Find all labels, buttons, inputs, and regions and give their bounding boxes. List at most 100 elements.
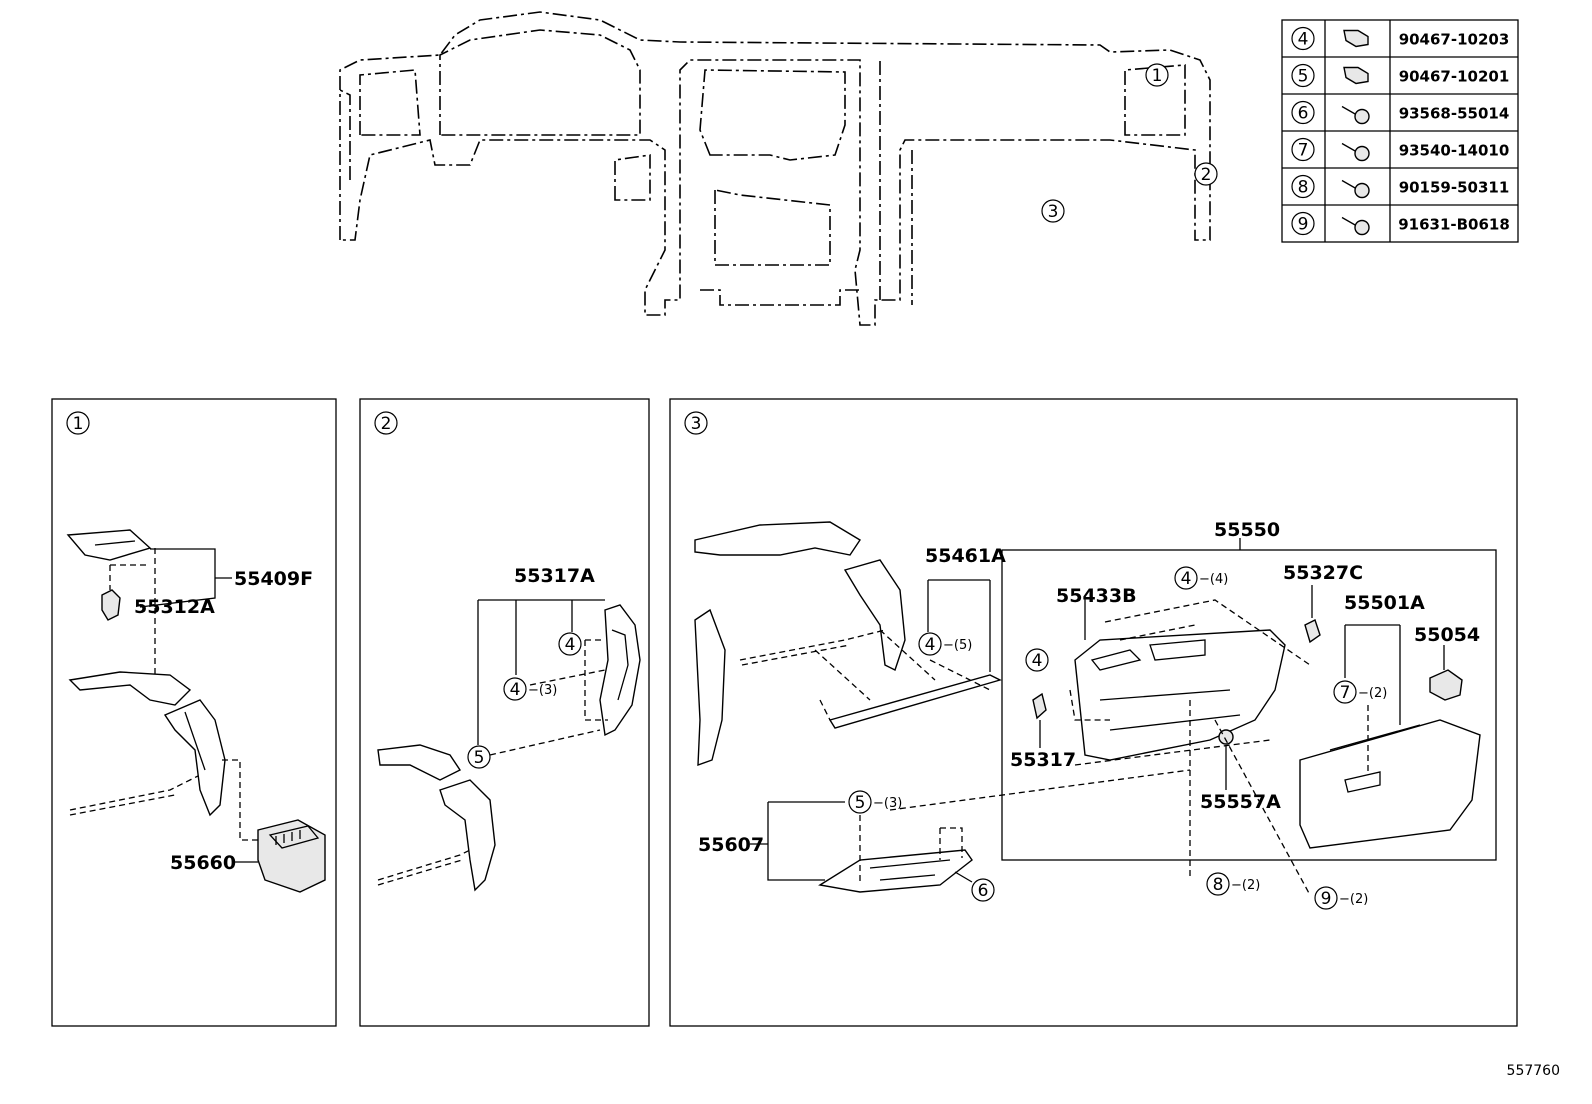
- label-55660[interactable]: 55660: [170, 852, 236, 874]
- part-55317A-drawing[interactable]: [599, 604, 641, 737]
- panel-3-callout-9[interactable]: 9 −(2): [1314, 886, 1368, 910]
- fastener-ref-circle: [1291, 137, 1315, 162]
- label-55317A[interactable]: 55317A: [514, 565, 595, 587]
- svg-text:5: 5: [855, 793, 866, 813]
- panel-3-callout-6[interactable]: 6: [971, 878, 995, 902]
- svg-text:4: 4: [510, 680, 521, 700]
- svg-text:4: 4: [565, 635, 576, 655]
- fastener-ref: 5: [1298, 67, 1309, 87]
- svg-text:−(2): −(2): [1358, 686, 1387, 701]
- label-55461A[interactable]: 55461A: [925, 545, 1006, 567]
- part-55317-drawing[interactable]: [1032, 692, 1047, 720]
- label-55409F[interactable]: 55409F: [234, 568, 313, 590]
- fastener-row[interactable]: 5 90467-10201: [1291, 63, 1510, 88]
- clip-icon: [1343, 29, 1369, 48]
- clip-icon: [1343, 66, 1369, 85]
- svg-text:3: 3: [691, 414, 702, 434]
- illustration-number: 557760: [1507, 1063, 1560, 1079]
- fastener-ref: 7: [1298, 141, 1309, 161]
- fastener-table: 4 90467-10203 5 90467-10201 6 93568-55014 7 935…: [1281, 19, 1519, 243]
- svg-text:1: 1: [73, 414, 84, 434]
- screw-icon: [1341, 179, 1370, 199]
- svg-text:1: 1: [1152, 66, 1163, 86]
- svg-text:3: 3: [1048, 202, 1059, 222]
- svg-text:9: 9: [1321, 889, 1332, 909]
- fastener-part-number: 90467-10201: [1399, 68, 1510, 86]
- fastener-ref-circle: [1291, 174, 1315, 199]
- detail-panel-3: 3 55550 55461A 4 −(5) 55433B 4 −: [669, 398, 1518, 1027]
- fastener-part-number: 93568-55014: [1399, 105, 1510, 123]
- svg-text:4: 4: [925, 635, 936, 655]
- svg-text:2: 2: [1201, 165, 1212, 185]
- fastener-row[interactable]: 7 93540-14010: [1291, 137, 1510, 162]
- fastener-row[interactable]: 8 90159-50311: [1291, 174, 1510, 199]
- svg-text:6: 6: [978, 881, 989, 901]
- svg-text:7: 7: [1340, 683, 1351, 703]
- screw-icon: [1341, 142, 1370, 162]
- overview-callout-2[interactable]: 2: [1194, 162, 1218, 186]
- panel-3-callout-4-housing-top[interactable]: 4 −(4): [1174, 566, 1228, 590]
- panel-2-number: 2: [374, 411, 398, 435]
- part-55433B-drawing[interactable]: [1074, 629, 1286, 761]
- label-55317[interactable]: 55317: [1010, 749, 1076, 771]
- panel-3-callout-8[interactable]: 8 −(2): [1206, 872, 1260, 896]
- label-55312A[interactable]: 55312A: [134, 596, 215, 618]
- screw-icon: [1341, 105, 1370, 125]
- part-55461A-drawing[interactable]: [828, 674, 1002, 729]
- bolt-icon: [1341, 216, 1370, 236]
- fastener-row[interactable]: 6 93568-55014: [1291, 100, 1510, 125]
- fastener-ref: 4: [1298, 30, 1309, 50]
- fastener-ref-circle: [1291, 100, 1315, 125]
- label-55327C[interactable]: 55327C: [1283, 562, 1363, 584]
- fastener-ref-circle: [1291, 26, 1315, 51]
- panel-1-number: 1: [66, 411, 90, 435]
- svg-text:−(2): −(2): [1231, 878, 1260, 893]
- fastener-part-number: 90467-10203: [1399, 31, 1510, 49]
- overview-callout-1[interactable]: 1: [1145, 63, 1169, 87]
- label-55550[interactable]: 55550: [1214, 519, 1280, 541]
- part-55054-drawing[interactable]: [1429, 669, 1463, 701]
- fastener-ref: 6: [1298, 104, 1309, 124]
- panel-3-callout-5[interactable]: 5 −(3): [848, 790, 902, 814]
- panel-3-callout-4-strip[interactable]: 4 −(5): [918, 632, 972, 656]
- panel-3-callout-7[interactable]: 7 −(2): [1333, 680, 1387, 704]
- fastener-ref: 8: [1298, 178, 1309, 198]
- fastener-ref-circle: [1291, 63, 1315, 88]
- panel-2-callout-5[interactable]: 5: [467, 745, 491, 769]
- fastener-part-number: 91631-B0618: [1398, 216, 1510, 234]
- part-55607-drawing[interactable]: [818, 849, 973, 893]
- fastener-ref-circle: [1291, 211, 1315, 236]
- dashboard-overview: 1 2 3: [339, 11, 1218, 326]
- svg-text:−(4): −(4): [1199, 572, 1228, 587]
- fastener-part-number: 90159-50311: [1399, 179, 1510, 197]
- svg-text:4: 4: [1181, 569, 1192, 589]
- svg-text:−(3): −(3): [873, 796, 902, 811]
- svg-text:4: 4: [1032, 651, 1043, 671]
- label-55433B[interactable]: 55433B: [1056, 585, 1137, 607]
- svg-text:−(3): −(3): [528, 683, 557, 698]
- svg-text:5: 5: [474, 748, 485, 768]
- overview-callout-3[interactable]: 3: [1041, 199, 1065, 223]
- svg-text:2: 2: [381, 414, 392, 434]
- part-55660-drawing[interactable]: [257, 819, 326, 893]
- detail-panel-1: 1 55409F 55312A 55660: [51, 398, 337, 1027]
- panel-3-number: 3: [684, 411, 708, 435]
- panel-2-callout-4-mid[interactable]: 4 −(3): [503, 677, 557, 701]
- label-55054[interactable]: 55054: [1414, 624, 1480, 646]
- part-55312A-drawing[interactable]: [101, 589, 121, 621]
- part-55501A-drawing[interactable]: [1299, 719, 1481, 849]
- fastener-part-number: 93540-14010: [1399, 142, 1510, 160]
- panel-2-callout-4-top[interactable]: 4: [558, 632, 582, 656]
- svg-text:−(2): −(2): [1339, 892, 1368, 907]
- label-55607[interactable]: 55607: [698, 834, 764, 856]
- part-55327C-drawing[interactable]: [1304, 619, 1321, 644]
- part-55409F-drawing[interactable]: [66, 529, 152, 561]
- label-55501A[interactable]: 55501A: [1344, 592, 1425, 614]
- fastener-row[interactable]: 4 90467-10203: [1291, 26, 1510, 51]
- label-55557A[interactable]: 55557A: [1200, 791, 1281, 813]
- detail-panel-2: 2 55317A 4 4 −(3) 5: [359, 398, 650, 1027]
- panel-3-callout-4-housing-left[interactable]: 4: [1025, 648, 1049, 672]
